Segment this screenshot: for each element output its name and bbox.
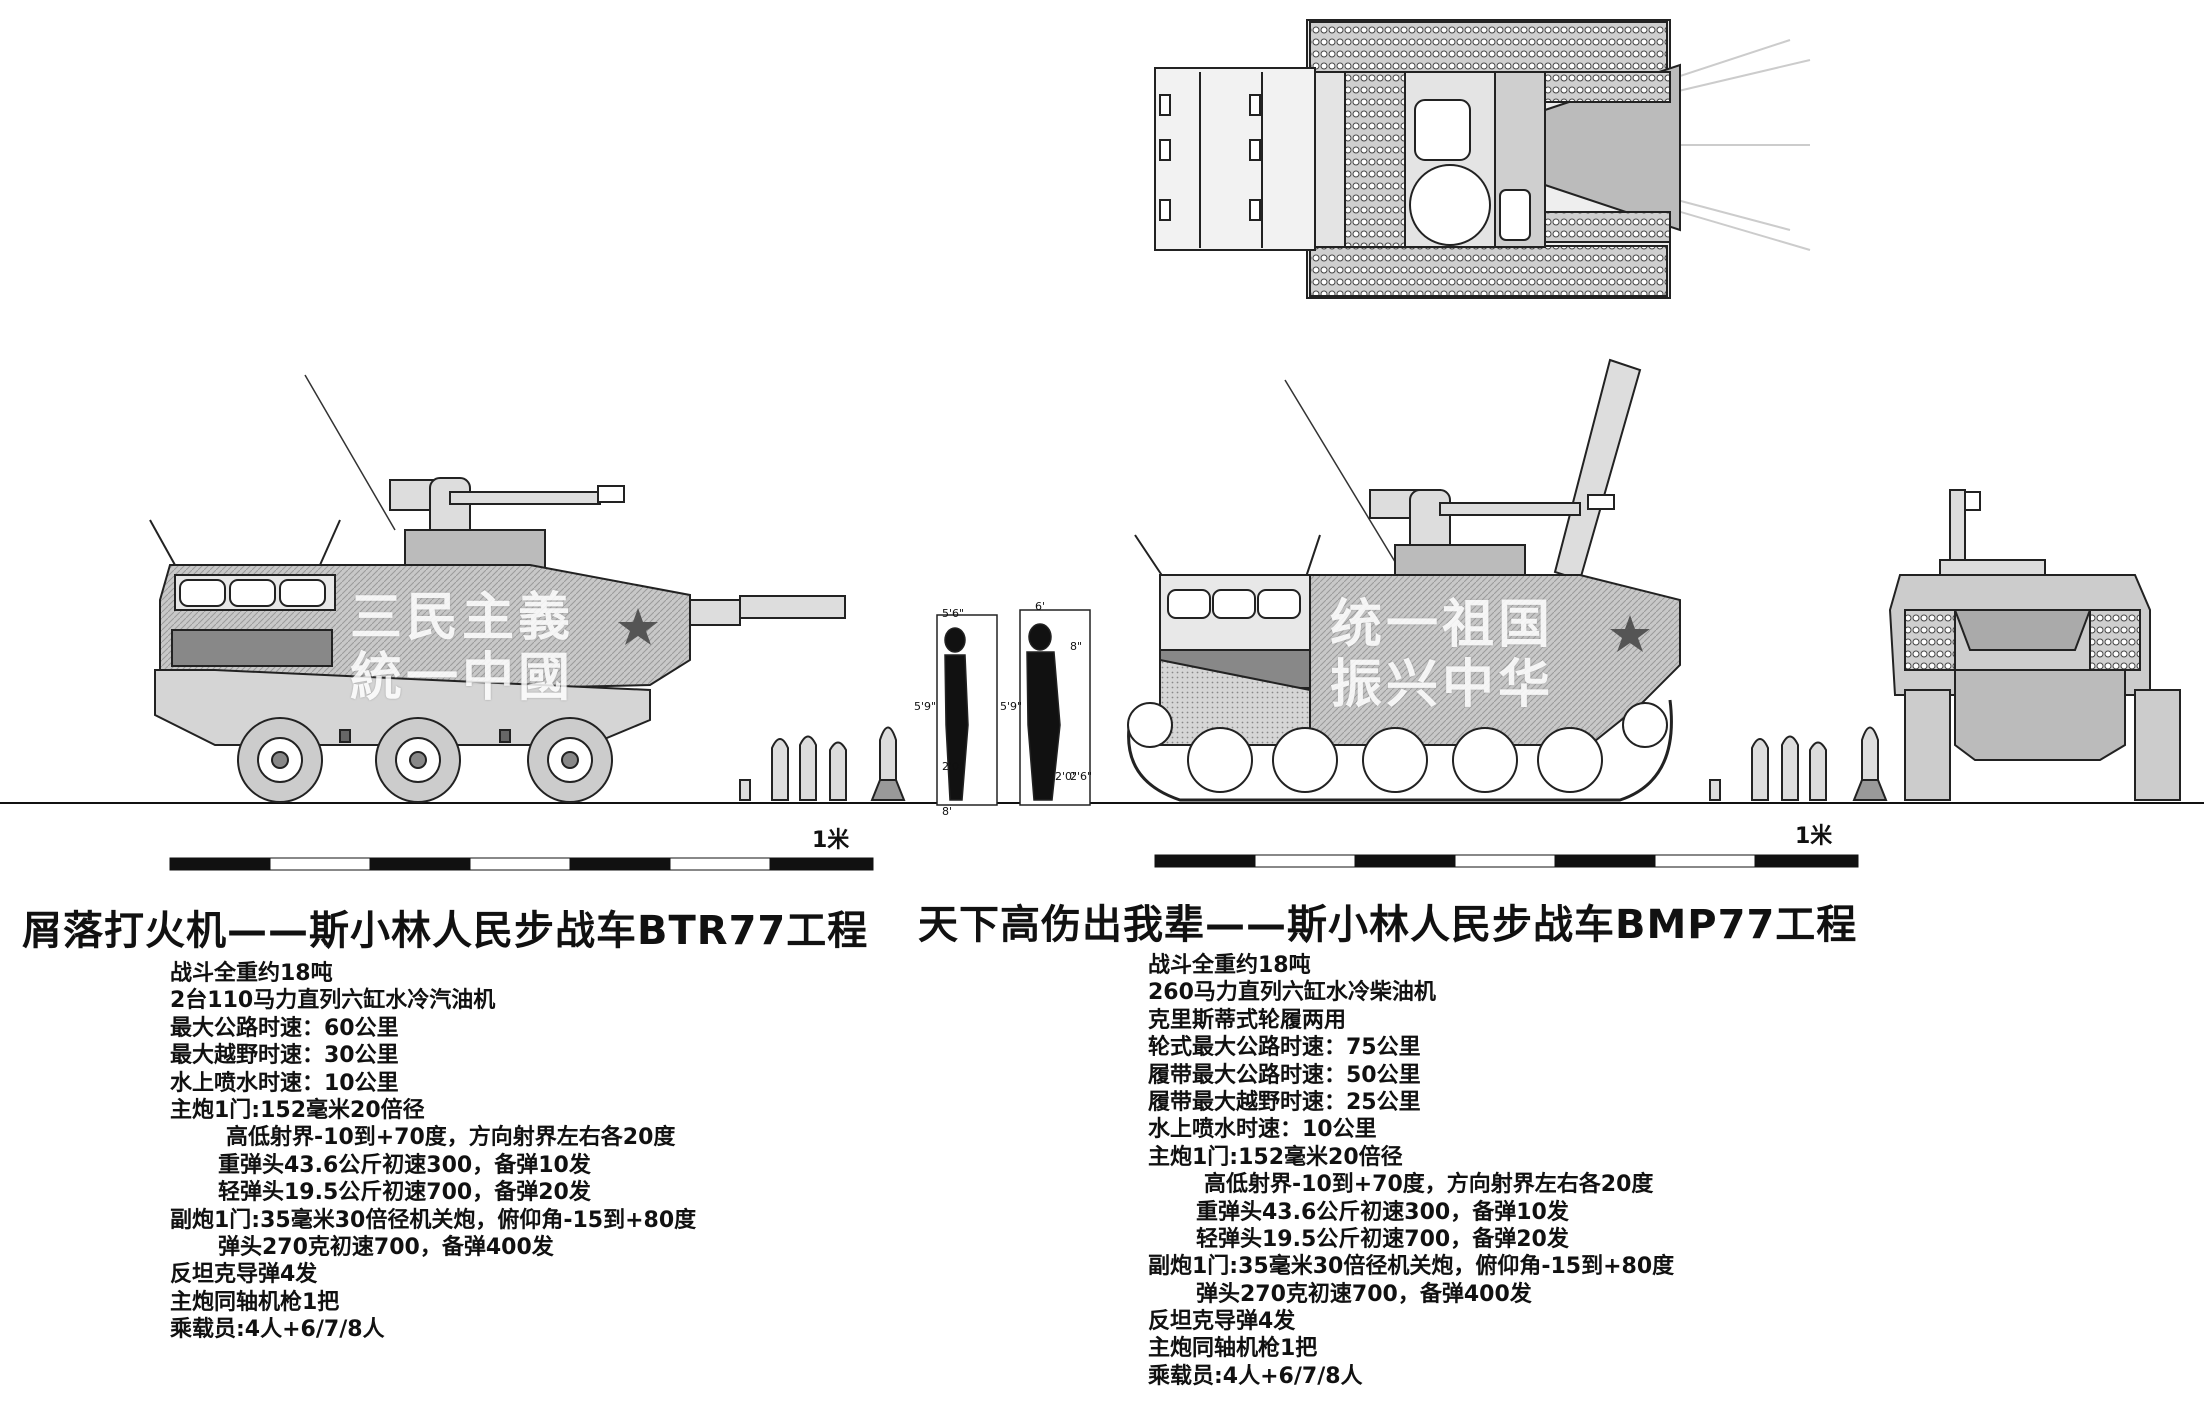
- spec-line: 最大公路时速：60公里: [170, 1015, 399, 1041]
- scale-label-right: 1米: [1795, 824, 1833, 849]
- ammo-set-right: [1709, 726, 1888, 801]
- spec-line: 主炮1门:152毫米20倍径: [1148, 1144, 1403, 1170]
- dim-label: 2'0": [942, 760, 965, 773]
- spec-line: 乘载员:4人+6/7/8人: [1148, 1363, 1363, 1389]
- spec-line: 乘载员:4人+6/7/8人: [170, 1317, 385, 1343]
- spec-line: 履带最大公路时速：50公里: [1148, 1062, 1421, 1088]
- dim-label: 5'9": [914, 700, 937, 713]
- spec-line: 主炮同轴机枪1把: [170, 1289, 340, 1315]
- spec-line: 主炮1门:152毫米20倍径: [170, 1097, 425, 1123]
- dim-label: 8': [942, 805, 953, 818]
- bmp-slogan: 统一祖国 振兴中华: [1330, 595, 1554, 715]
- bmp-side-view: [1127, 358, 1681, 802]
- btr-slogan-line1: 三民主義: [350, 588, 575, 648]
- spec-line: 轮式最大公路时速：75公里: [1148, 1035, 1421, 1061]
- spec-line: 重弹头43.6公斤初速300，备弹10发: [218, 1152, 591, 1178]
- scale-bar-left: [169, 857, 874, 871]
- spec-line: 弹头270克初速700，备弹400发: [218, 1234, 554, 1260]
- spec-line: 水上喷水时速：10公里: [1148, 1117, 1377, 1143]
- bmp-title: 天下高伤出我辈——斯小林人民步战车BMP77工程: [918, 902, 1858, 948]
- bmp-slogan-line2: 振兴中华: [1330, 655, 1555, 715]
- top-view: [1154, 19, 1811, 299]
- spec-line: 2台110马力直列六缸水冷汽油机: [170, 988, 496, 1014]
- spec-line: 反坦克导弹4发: [170, 1262, 318, 1288]
- spec-line: 克里斯蒂式轮履两用: [1148, 1007, 1347, 1033]
- spec-line: 轻弹头19.5公斤初速700，备弹20发: [218, 1180, 591, 1206]
- btr-slogan: 三民主義 統一中國: [350, 588, 574, 708]
- dim-label: 5'6": [942, 607, 965, 620]
- spec-line: 战斗全重约18吨: [1148, 953, 1311, 978]
- human-figures: [936, 609, 1091, 806]
- spec-line: 高低射界-10到+70度，方向射界左右各20度: [226, 1125, 676, 1151]
- spec-line: 副炮1门:35毫米30倍径机关炮，俯仰角-15到+80度: [1148, 1254, 1675, 1280]
- spec-line: 反坦克导弹4发: [1148, 1309, 1296, 1335]
- spec-line: 履带最大越野时速：25公里: [1148, 1089, 1421, 1115]
- bmp-slogan-line1: 统一祖国: [1330, 595, 1555, 655]
- spec-line: 260马力直列六缸水冷柴油机: [1148, 980, 1436, 1006]
- dim-label: 2'0": [1055, 770, 1078, 783]
- spec-line: 副炮1门:35毫米30倍径机关炮，俯仰角-15到+80度: [170, 1207, 697, 1233]
- btr-side-view: [149, 374, 846, 803]
- dim-label: 8": [1070, 640, 1083, 653]
- spec-line: 主炮同轴机枪1把: [1148, 1336, 1318, 1362]
- dim-label: 6': [1035, 600, 1046, 613]
- scale-bar-right: [1154, 854, 1859, 868]
- spec-line: 重弹头43.6公斤初速300，备弹10发: [1196, 1199, 1569, 1225]
- btr-title: 屑落打火机——斯小林人民步战车BTR77工程: [22, 908, 869, 954]
- spec-line: 弹头270克初速700，备弹400发: [1196, 1281, 1532, 1307]
- dim-label: 2'6": [1070, 770, 1093, 783]
- scale-label-left: 1米: [812, 828, 850, 853]
- dim-label: 5'9": [1000, 700, 1023, 713]
- front-view: [1888, 489, 2181, 801]
- btr-slogan-line2: 統一中國: [350, 648, 575, 708]
- spec-line: 水上喷水时速：10公里: [170, 1070, 399, 1096]
- spec-line: 最大越野时速：30公里: [170, 1043, 399, 1069]
- spec-line: 战斗全重约18吨: [170, 961, 333, 986]
- ammo-set-left: [739, 726, 906, 801]
- spec-line: 轻弹头19.5公斤初速700，备弹20发: [1196, 1226, 1569, 1252]
- spec-line: 高低射界-10到+70度，方向射界左右各20度: [1204, 1172, 1654, 1198]
